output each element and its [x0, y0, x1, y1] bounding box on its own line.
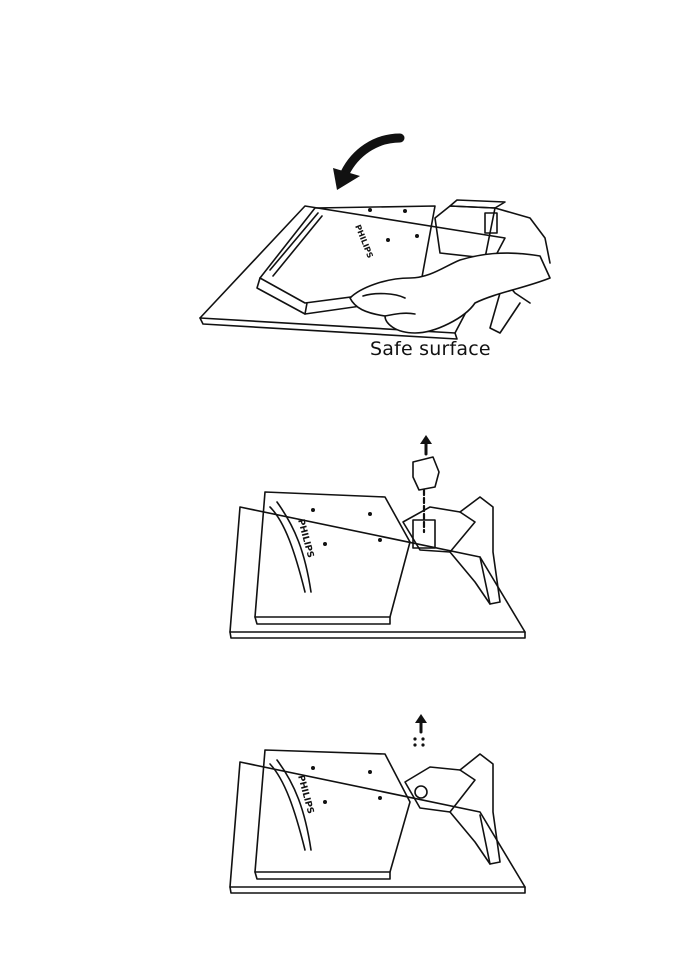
monitor-brand-text: PHILIPS	[353, 223, 375, 259]
safe-surface	[230, 507, 525, 632]
curved-arrow-icon	[333, 138, 400, 190]
figure-remove-screws: PHILIPS	[225, 712, 530, 902]
monitor-brand-text: PHILIPS	[295, 774, 315, 815]
monitor-stand	[405, 754, 500, 864]
up-arrow-icon	[415, 714, 427, 732]
hinge-cover-icon	[413, 457, 439, 490]
safe-surface-caption: Safe surface	[370, 338, 491, 360]
up-arrow-icon	[420, 435, 432, 454]
monitor-stand	[403, 497, 500, 604]
screws-icon	[413, 737, 424, 746]
monitor-back	[255, 492, 410, 617]
figure-remove-hinge-cover: PHILIPS	[225, 432, 530, 647]
safe-surface	[230, 762, 525, 887]
figure-lay-monitor-down: PHILIPS Safe surface	[195, 128, 565, 363]
hand-icon	[350, 253, 550, 333]
monitor-back	[255, 750, 410, 872]
